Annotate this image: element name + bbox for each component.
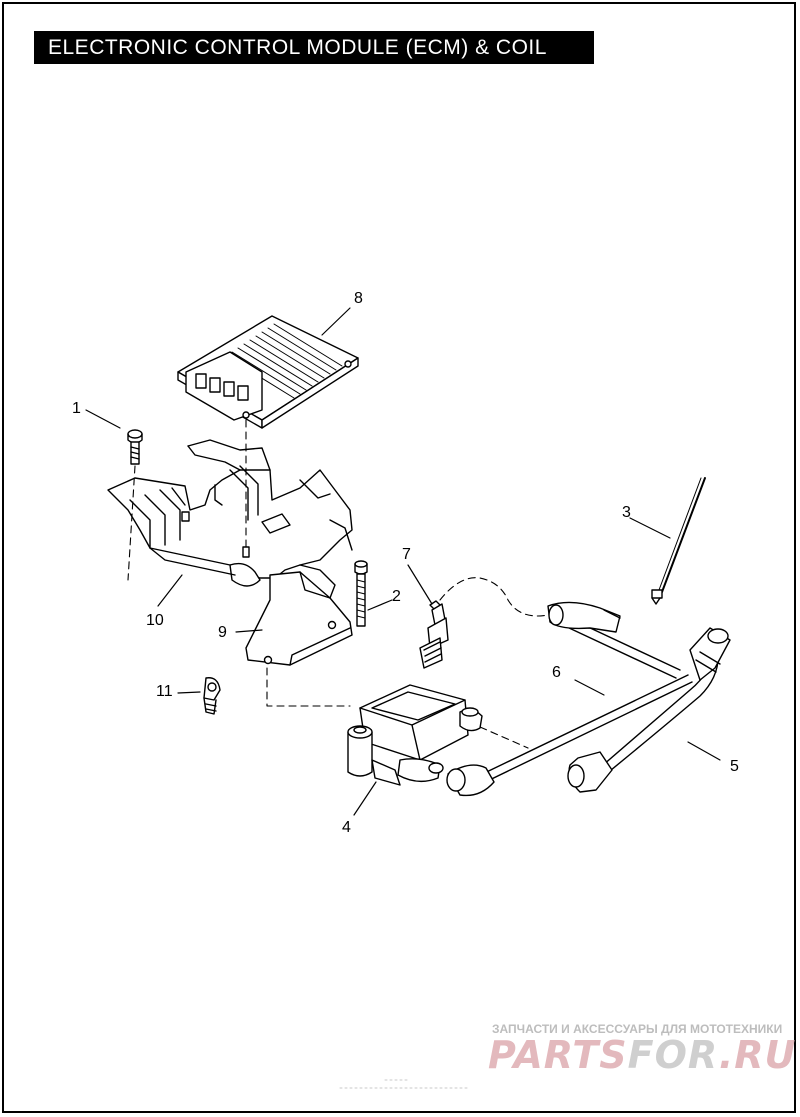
page-title: ELECTRONIC CONTROL MODULE (ECM) & COIL [48,36,547,59]
callout-3: 3 [622,504,631,521]
callout-10: 10 [146,612,164,629]
callout-11: 11 [156,683,173,700]
callout-7: 7 [402,546,411,563]
spark-plug-wire-item-6[interactable] [446,601,693,797]
coil-bracket[interactable] [245,564,353,666]
callout-4: 4 [342,819,351,836]
ignition-coil-item-4[interactable] [347,684,483,786]
watermark-brand-c: .RU [718,1033,797,1077]
watermark-brand-a: PARTS [488,1033,628,1077]
watermark-logo: PARTSFOR.RU [488,1033,796,1077]
watermark-brand-b: FOR [627,1033,719,1077]
wire-clip-item-11[interactable] [203,677,221,715]
leader-lines [85,307,721,816]
callout-9: 9 [218,624,227,641]
callout-1: 1 [72,400,81,417]
callout-6: 6 [552,664,561,681]
watermark-dots [339,1079,471,1089]
cable-strap-item-3[interactable] [651,477,706,605]
ecm-mounting-bracket[interactable] [107,439,353,587]
spark-plug-item-7[interactable] [419,600,449,669]
bolt-item-2[interactable] [354,560,368,627]
assembly-guide-lines [127,419,549,749]
callout-2: 2 [392,588,401,605]
spark-plug-wire-item-5[interactable] [567,627,731,793]
screw-item-1[interactable] [127,429,143,465]
watermark-tagline: ЗАПЧАСТИ И АКСЕССУАРЫ ДЛЯ МОТОТЕХНИКИ [492,1022,783,1036]
callout-8: 8 [354,290,363,307]
ecm-module[interactable] [177,315,359,429]
callout-5: 5 [730,758,739,775]
title-bar: ELECTRONIC CONTROL MODULE (ECM) & COIL [34,31,594,64]
